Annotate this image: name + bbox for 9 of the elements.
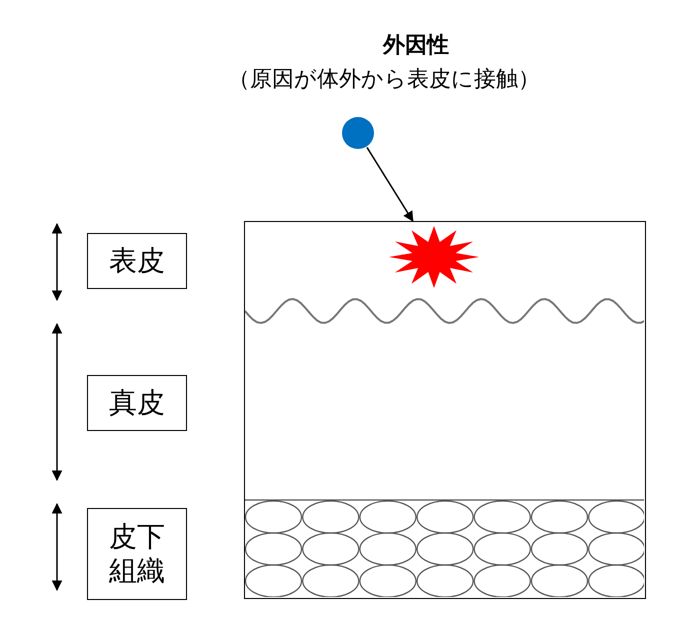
layer-label: 表皮 — [87, 233, 187, 289]
particle-dot — [341, 116, 375, 150]
heading-text: 外因性 — [383, 32, 449, 60]
layer-label: 真皮 — [87, 375, 187, 431]
layer-label: 皮下組織 — [87, 508, 187, 600]
arrow — [366, 147, 414, 222]
burst-shape — [389, 226, 479, 288]
skin-cross-section — [244, 221, 646, 599]
caption-text: （原因が体外から表皮に接触） — [228, 66, 540, 94]
